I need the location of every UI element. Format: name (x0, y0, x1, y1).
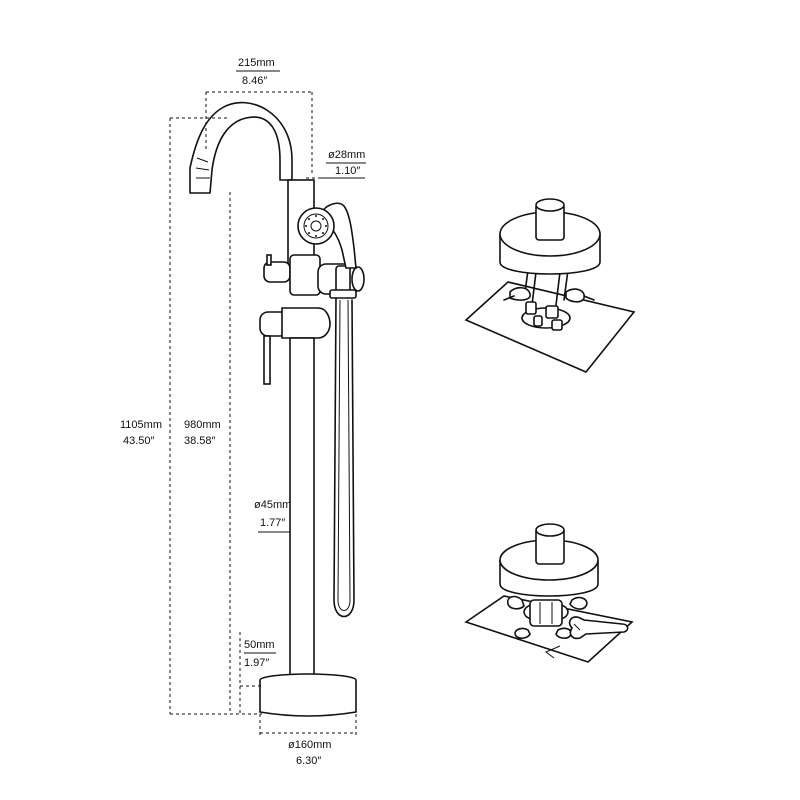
spout-reach-mm: 215mm (238, 57, 275, 69)
spout-height-mm: 980mm (184, 419, 221, 431)
shower-holder (335, 265, 351, 293)
wrench-icon (568, 616, 629, 640)
total-height-mm: 1105mm (120, 419, 162, 431)
column-diameter-inch: 1.77″ (260, 517, 285, 529)
diverter-knob (351, 266, 365, 292)
dimension-lines (169, 91, 365, 736)
base-height-inch: 1.97″ (244, 657, 269, 669)
shower-hose-inner (337, 299, 351, 611)
rotate-arrow-icon (545, 645, 561, 659)
hand-shower-icon (297, 202, 357, 269)
spout (189, 101, 293, 194)
hose-connector (329, 289, 357, 299)
upper-handle-lever (266, 254, 272, 266)
base-diameter-inch: 6.30″ (296, 755, 321, 767)
base-body (259, 680, 357, 717)
column-diameter-mm: ø45mm (254, 499, 291, 511)
spout-diameter-mm: ø28mm (328, 149, 365, 161)
base-height-mm: 50mm (244, 639, 275, 651)
floor-plate-lower (464, 595, 634, 663)
shower-hose (333, 297, 355, 618)
dimension-labels: 215mm 8.46″ ø28mm 1.10″ 1105mm 43.50″ 98… (120, 57, 366, 767)
base-diameter-mm: ø160mm (288, 739, 331, 751)
spout-height-inch: 38.58″ (184, 435, 216, 447)
faucet-drawing (189, 101, 365, 717)
spout-diameter-inch: 1.10″ (335, 165, 360, 177)
upper-valve-block (289, 254, 321, 296)
main-valve-block (281, 307, 331, 339)
main-handle-lever (263, 335, 271, 385)
mounting-detail-lower (464, 523, 634, 663)
spout-shading (195, 157, 210, 179)
spout-reach-inch: 8.46″ (242, 75, 267, 87)
total-height-inch: 43.50″ (123, 435, 155, 447)
mounting-detail-icon (464, 198, 636, 373)
lower-column (289, 337, 315, 679)
